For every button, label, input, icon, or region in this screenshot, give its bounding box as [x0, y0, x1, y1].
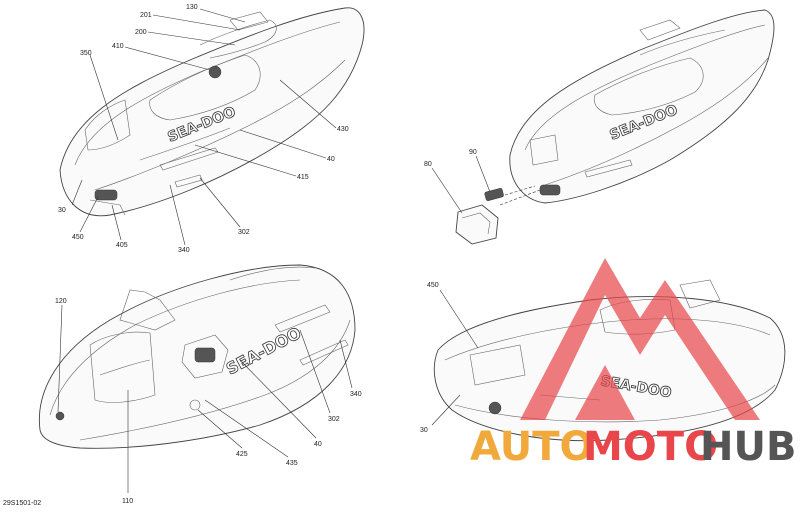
callout-410: 410: [112, 43, 124, 50]
callout-30: 30: [58, 207, 66, 214]
callout-450: 450: [72, 234, 84, 241]
callout-110: 110: [122, 498, 133, 505]
callout-340: 340: [178, 247, 190, 254]
callout-130: 130: [186, 4, 198, 11]
callout-415: 415: [297, 174, 309, 181]
callout-labels: 130 201 200 350 410 430 40 415 30 450 40…: [55, 4, 477, 505]
callout-80: 80: [424, 161, 432, 168]
leader-lines-view-2: [431, 155, 491, 214]
callout-405: 405: [116, 242, 128, 249]
callout-90: 90: [469, 149, 477, 156]
leader-lines-view-4: [431, 289, 479, 426]
callout-201: 201: [140, 12, 152, 19]
callout-302-b: 302: [328, 416, 340, 423]
callout-350: 350: [80, 50, 92, 57]
watermark-text: AUTO MOTO HUB: [470, 424, 796, 470]
callout-302: 302: [238, 229, 250, 236]
callout-120: 120: [55, 298, 67, 305]
callout-430: 430: [337, 126, 349, 133]
watermark-hub: HUB: [700, 424, 796, 470]
callout-435: 435: [286, 460, 298, 467]
callout-40-b: 40: [314, 441, 322, 448]
watermark-moto: MOTO: [583, 424, 718, 470]
view-watercraft-top-left: SEA-DOO: [59, 7, 365, 217]
callout-200: 200: [135, 29, 147, 36]
view-watercraft-top-right: SEA-DOO: [455, 9, 775, 245]
callout-425: 425: [236, 451, 248, 458]
leader-lines-view-1: [71, 8, 337, 246]
callout-40: 40: [327, 156, 335, 163]
callout-30-b: 30: [420, 427, 428, 434]
watermark-logo: [520, 258, 760, 420]
diagram-reference-number: 29S1501-02: [3, 500, 42, 507]
leader-lines-view-3: [57, 304, 353, 493]
view-watercraft-bottom-left: SEA-DOO: [38, 264, 356, 449]
watermark-auto: AUTO: [470, 424, 594, 470]
callout-450-b: 450: [427, 282, 439, 289]
callout-340-b: 340: [350, 391, 362, 398]
